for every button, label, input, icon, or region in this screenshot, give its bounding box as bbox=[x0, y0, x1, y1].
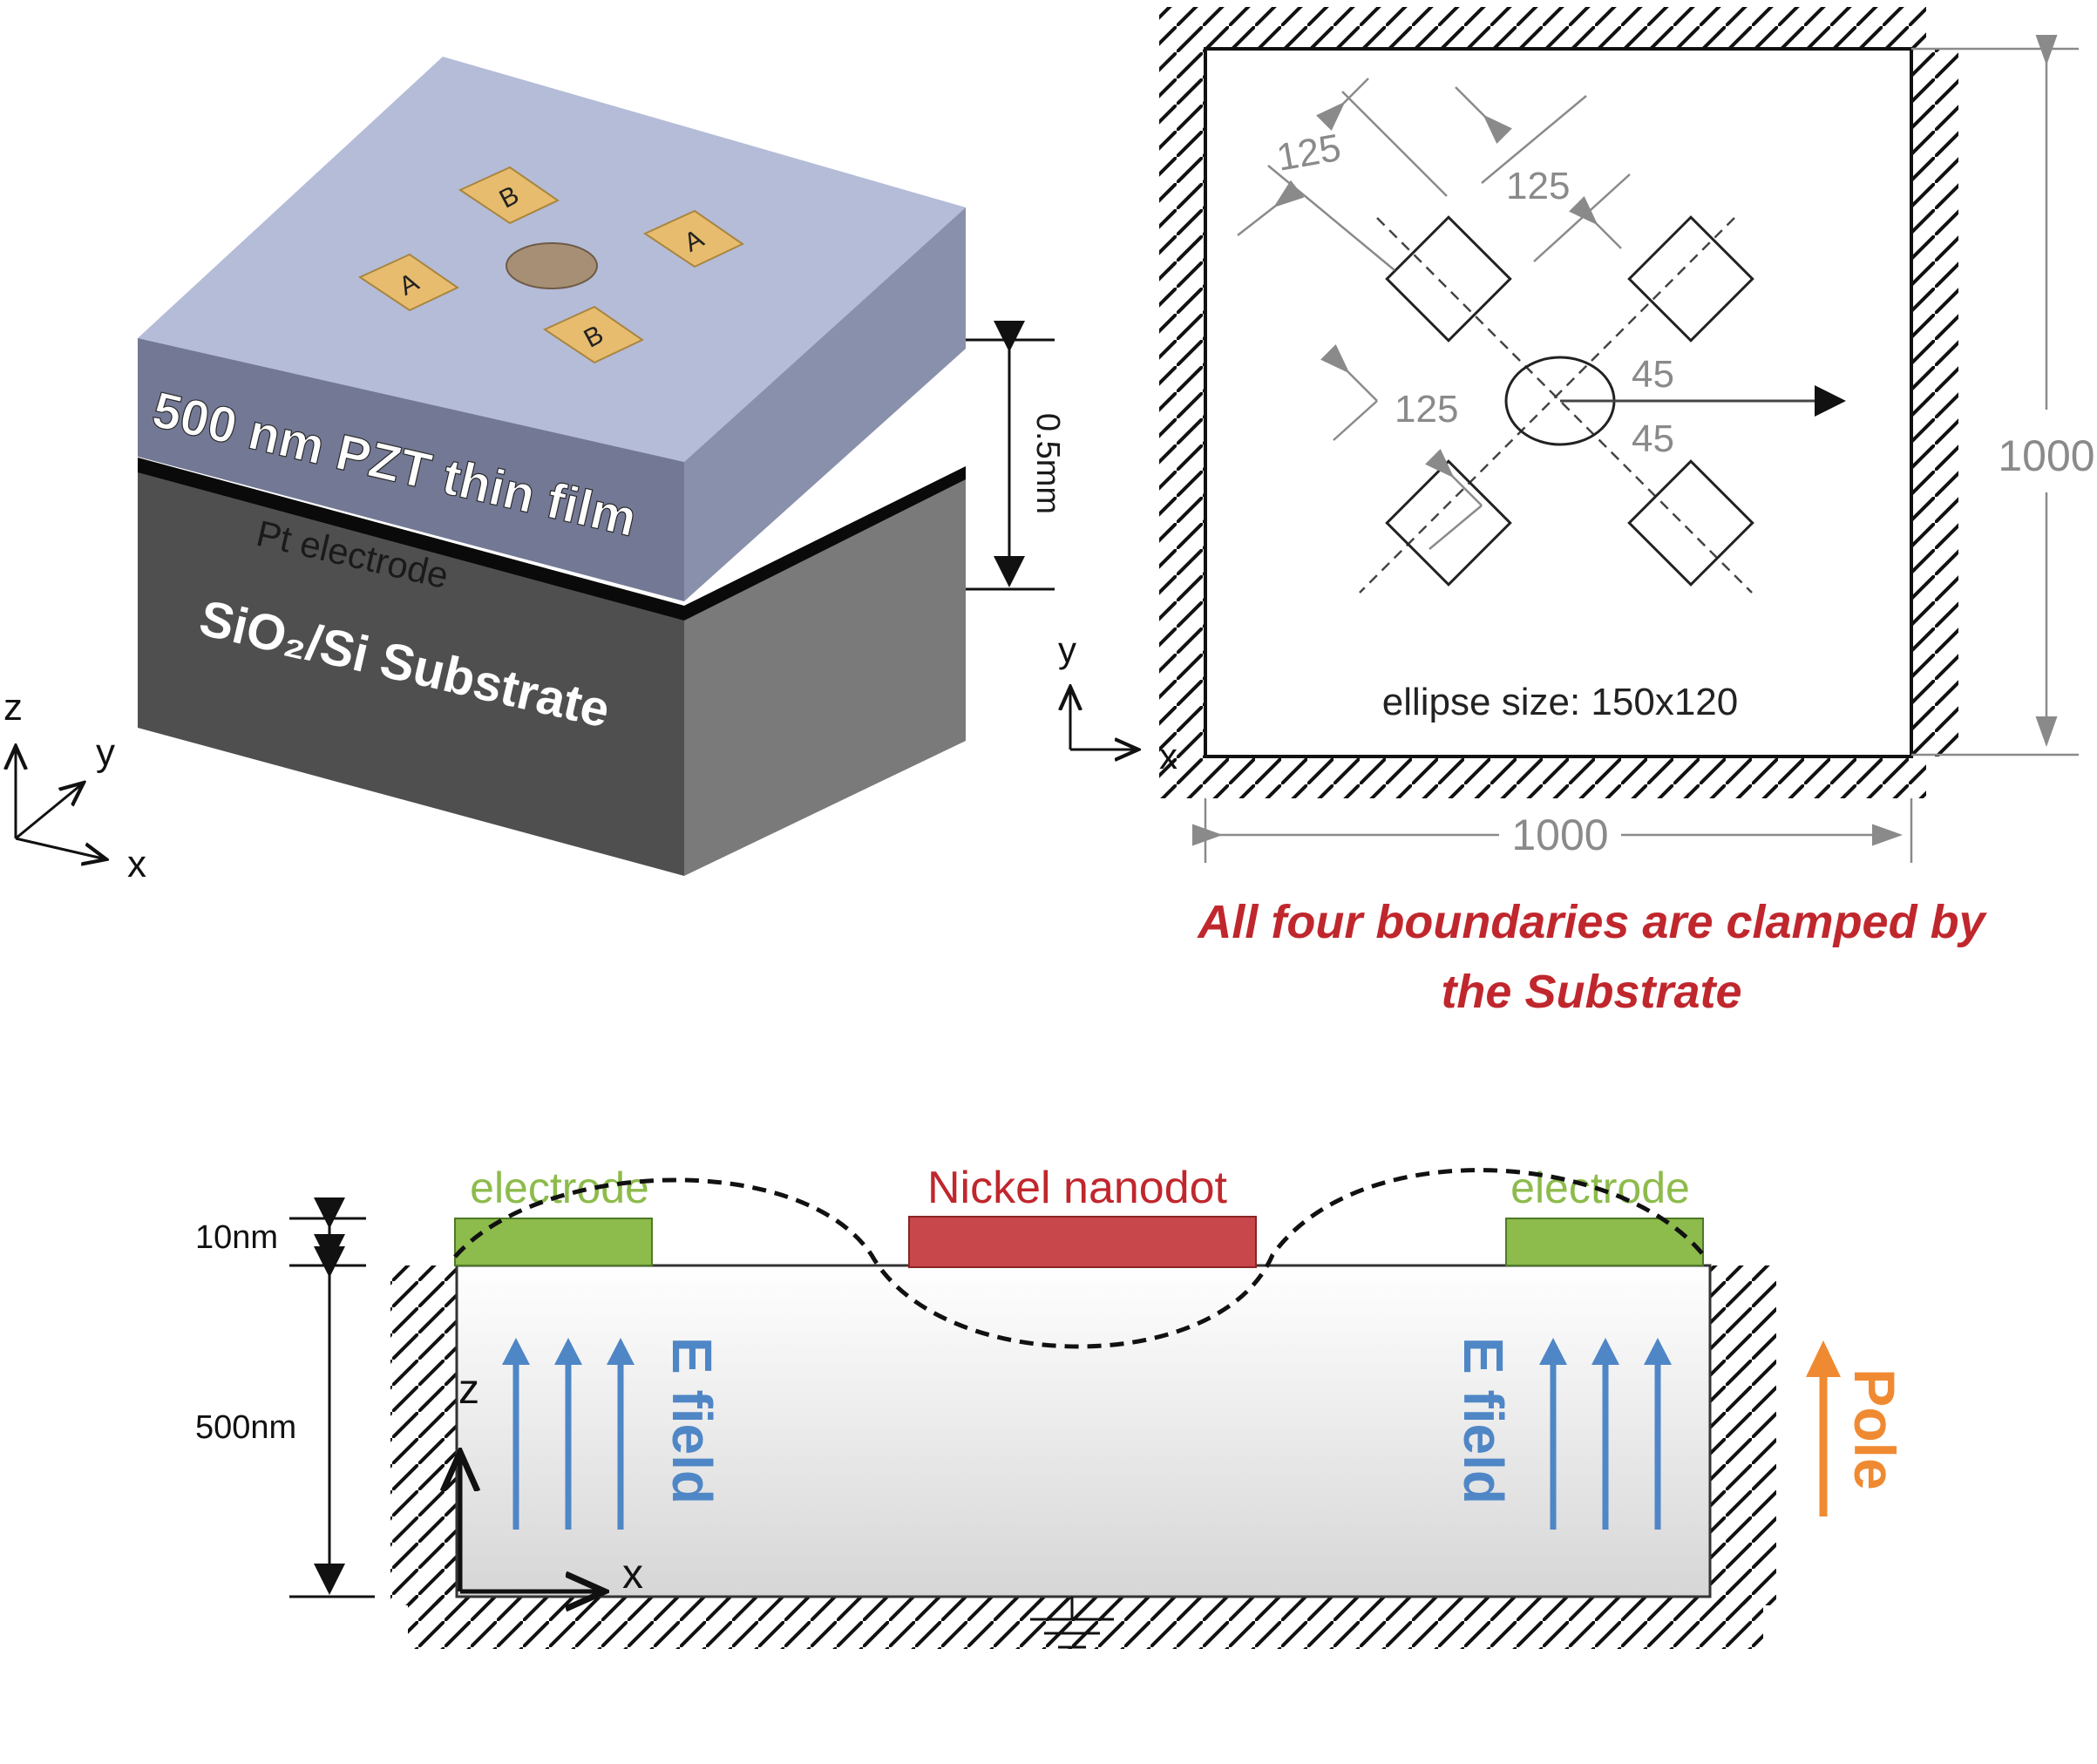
hatch-right bbox=[1911, 49, 1958, 756]
diagonal-guides bbox=[1359, 217, 1753, 594]
pzt-film-section bbox=[455, 1264, 1712, 1598]
angle-45-lower: 45 bbox=[1632, 417, 1674, 460]
dimension-500nm bbox=[289, 1246, 375, 1598]
hatch-bottom bbox=[1159, 756, 1926, 798]
axis-z-3d: z bbox=[3, 686, 23, 729]
hatch-bottom-cross bbox=[408, 1597, 1763, 1649]
electrode-right-rect bbox=[1505, 1218, 1704, 1266]
dimension-125-lines bbox=[1237, 78, 1631, 550]
electrode-pad-right: A bbox=[642, 209, 744, 268]
nanodot-3d bbox=[506, 242, 598, 289]
axis-y-3d: y bbox=[96, 731, 115, 774]
panel-cross-section: electrode electrode Nickel nanodot 10nm … bbox=[195, 1163, 1907, 1649]
dimension-10nm bbox=[289, 1197, 366, 1267]
efield-arrows-left bbox=[502, 1338, 635, 1530]
ground-symbol bbox=[1030, 1597, 1114, 1649]
nanodot-label: Nickel nanodot bbox=[927, 1163, 1228, 1213]
efield-left-label: E field bbox=[661, 1337, 723, 1504]
clamp-caption-line2: the Substrate bbox=[1441, 966, 1741, 1018]
angle-45-upper: 45 bbox=[1632, 353, 1674, 396]
pt-electrode-layer bbox=[138, 458, 966, 621]
electrode-square-3 bbox=[1385, 459, 1512, 587]
panel-3d-stack: B A A B 500 nm PZT thin film Pt electrod… bbox=[3, 57, 1066, 885]
axis-x-top: x bbox=[1159, 736, 1177, 777]
axis-x-3d: x bbox=[127, 843, 146, 885]
efield-right-label: E field bbox=[1452, 1337, 1515, 1504]
efield-arrows-right bbox=[1539, 1338, 1672, 1530]
clamp-caption-line1: All four boundaries are clamped by bbox=[1196, 896, 1987, 948]
dim-125-upper-right: 125 bbox=[1506, 165, 1570, 207]
dimension-width bbox=[1192, 798, 1913, 863]
electrode-pad-top: B bbox=[458, 166, 560, 225]
hatch-left-cross bbox=[390, 1265, 457, 1605]
pzt-film-front bbox=[138, 338, 684, 601]
dim-125-lower-left: 125 bbox=[1395, 388, 1458, 431]
nanodot-rect bbox=[908, 1216, 1257, 1268]
panel-top-view: 125 125 125 45 45 1000 1000 ellipse size… bbox=[1058, 7, 2095, 1018]
dim-500nm-label: 500nm bbox=[195, 1409, 296, 1446]
axis-x-cross: x bbox=[622, 1551, 643, 1598]
substrate-front bbox=[138, 458, 684, 876]
dimension-height bbox=[1911, 35, 2079, 756]
height-label: 1000 bbox=[1998, 431, 2094, 480]
electrode-pad-left: A bbox=[357, 253, 459, 312]
pole-label: Pole bbox=[1843, 1368, 1907, 1489]
hatch-left bbox=[1159, 49, 1205, 756]
deformed-shape-curve bbox=[453, 1168, 1707, 1349]
hatch-top bbox=[1159, 7, 1926, 49]
axes-top bbox=[1070, 687, 1138, 750]
dim-10nm-label: 10nm bbox=[195, 1219, 278, 1256]
membrane-square bbox=[1204, 47, 1913, 758]
electrode-square-1 bbox=[1385, 215, 1512, 343]
axes-3d bbox=[16, 746, 106, 859]
thickness-dimension bbox=[966, 321, 1055, 591]
electrode-square-2 bbox=[1627, 215, 1754, 343]
axis-y-top: y bbox=[1058, 629, 1076, 670]
hatch-right-cross bbox=[1710, 1265, 1776, 1605]
pole-arrow bbox=[1806, 1340, 1841, 1516]
electrode-left-label: electrode bbox=[470, 1164, 649, 1212]
electrode-square-4 bbox=[1627, 459, 1754, 587]
axes-cross bbox=[460, 1452, 605, 1591]
substrate-side bbox=[684, 466, 966, 876]
width-label: 1000 bbox=[1511, 811, 1608, 859]
thickness-label: 0.5mm bbox=[1029, 413, 1066, 514]
ellipse-size-note: ellipse size: 150x120 bbox=[1382, 681, 1738, 723]
pzt-film-side bbox=[684, 207, 966, 601]
axis-z-cross: z bbox=[458, 1367, 479, 1413]
electrode-left-rect bbox=[454, 1218, 653, 1266]
electrode-pad-bottom: B bbox=[542, 305, 644, 364]
